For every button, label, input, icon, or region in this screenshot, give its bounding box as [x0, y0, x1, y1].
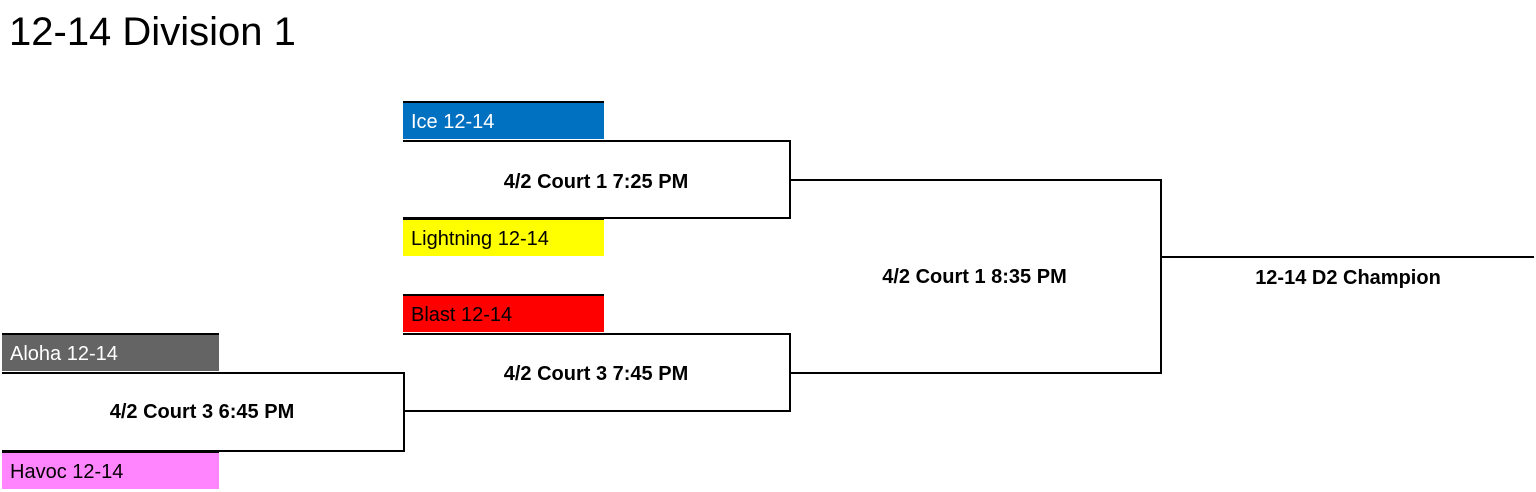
team-slot-ice: Ice 12-14 — [403, 101, 604, 139]
page-title: 12-14 Division 1 — [9, 10, 296, 54]
bracket-line-r1-out — [403, 410, 791, 412]
champion-label: 12-14 D2 Champion — [1255, 267, 1441, 289]
game-label-final: 4/2 Court 1 8:35 PM — [882, 266, 1067, 288]
bracket-line-s1-out — [789, 179, 1162, 181]
team-slot-aloha: Aloha 12-14 — [2, 333, 219, 371]
bracket-line-r1-bottom — [2, 450, 405, 452]
bracket-line-final-vertical — [1160, 179, 1162, 374]
bracket-line-s2-top — [403, 333, 791, 335]
team-slot-lightning: Lightning 12-14 — [403, 218, 604, 256]
team-slot-blast: Blast 12-14 — [403, 294, 604, 332]
bracket-line-final-out — [1160, 256, 1534, 258]
bracket-line-r1-vertical — [403, 372, 405, 452]
team-slot-havoc: Havoc 12-14 — [2, 451, 219, 489]
bracket-line-s1-bottom — [403, 217, 791, 219]
game-label-semi-1: 4/2 Court 1 7:25 PM — [503, 171, 689, 193]
bracket-line-r1-top — [2, 372, 405, 374]
bracket-line-s1-top — [403, 140, 791, 142]
game-label-semi-2: 4/2 Court 3 7:45 PM — [503, 363, 689, 385]
game-label-r1: 4/2 Court 3 6:45 PM — [109, 401, 295, 423]
bracket-line-s2-out — [789, 372, 1162, 374]
